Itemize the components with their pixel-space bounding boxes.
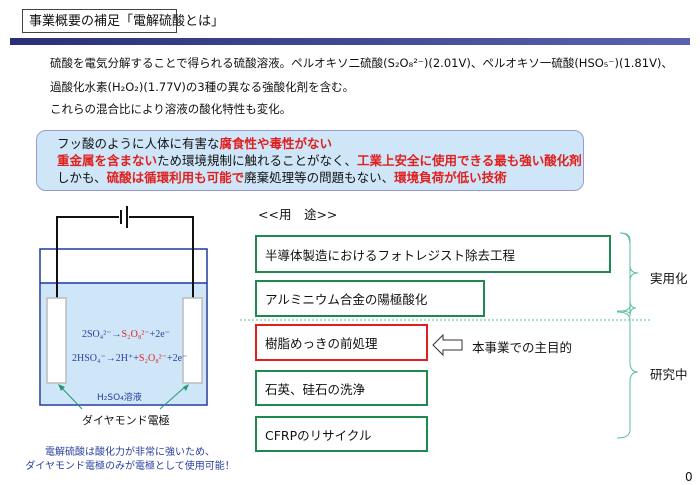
- page-number: 0: [685, 470, 693, 484]
- brace-practical: [619, 232, 637, 317]
- callout-emphasis: 硫酸は循環利用も可能で: [106, 170, 245, 185]
- reaction-equation-2: 2HSO₄⁻→2H⁺+S₂O₈²⁻+2e⁻: [72, 353, 188, 364]
- use-item-main: 樹脂めっきの前処理: [255, 324, 428, 361]
- solution-label: H₂SO₄溶液: [97, 393, 142, 403]
- main-purpose-label: 本事業での主目的: [472, 340, 573, 355]
- callout-emphasis: 工業上安全に使用できる最も強い酸化剤: [357, 153, 582, 168]
- callout-emphasis: 腐食性や毒性がない: [219, 136, 333, 151]
- wire-right: [129, 216, 194, 298]
- highlight-callout: フッ酸のように人体に有害な腐食性や毒性がない 重金属を含まないため環境規制に触れ…: [36, 130, 584, 191]
- group-label-practical: 実用化: [650, 271, 688, 286]
- arrow-left-icon: [432, 333, 463, 357]
- use-item: 半導体製造におけるフォトレジスト除去工程: [255, 235, 611, 273]
- uses-heading: <<用 途>>: [258, 207, 338, 222]
- electrode-left: [46, 297, 67, 384]
- callout-emphasis: 重金属を含まない: [57, 153, 158, 168]
- use-item: 石英、硅石の洗浄: [255, 370, 428, 406]
- callout-text: しかも、: [57, 170, 107, 185]
- callout-text: 廃棄処理等の問題もない、: [244, 170, 395, 185]
- intro-line-1: 硫酸を電気分解することで得られる硫酸溶液。ペルオキソ二硫酸(S₂O₈²⁻)(2.…: [50, 56, 673, 70]
- use-item: CFRPのリサイクル: [255, 416, 428, 452]
- callout-text: フッ酸のように人体に有害な: [57, 136, 220, 151]
- callout-emphasis: 環境負荷が低い技術: [394, 170, 507, 185]
- pointer-left: [59, 385, 83, 410]
- electrode-right: [182, 297, 203, 384]
- pointer-right: [159, 385, 187, 410]
- title-divider-bar: [10, 38, 690, 45]
- caption-line-1: 電解硫酸は酸化力が非常に強いため、: [45, 447, 215, 458]
- group-label-research: 研究中: [650, 367, 688, 382]
- brace-research: [616, 311, 639, 439]
- use-item: アルミニウム合金の陽極酸化: [255, 280, 485, 317]
- reaction-equation-1: 2SO₄²⁻→S₂O₈²⁻+2e⁻: [82, 329, 170, 340]
- intro-line-2: 過酸化水素(H₂O₂)(1.77V)の3種の異なる強酸化剤を含む。: [50, 80, 355, 94]
- intro-line-3: これらの混合比により溶液の酸化特性も変化。: [50, 102, 292, 116]
- caption-line-2: ダイヤモンド電極のみが電極として使用可能！: [25, 461, 235, 472]
- wire-left: [56, 216, 119, 298]
- callout-text: ため環境規制に触れることがなく、: [157, 153, 358, 168]
- electrode-label: ダイヤモンド電極: [82, 414, 170, 427]
- page-title: 事業概要の補足「電解硫酸とは」: [22, 9, 224, 33]
- solution: [41, 283, 206, 404]
